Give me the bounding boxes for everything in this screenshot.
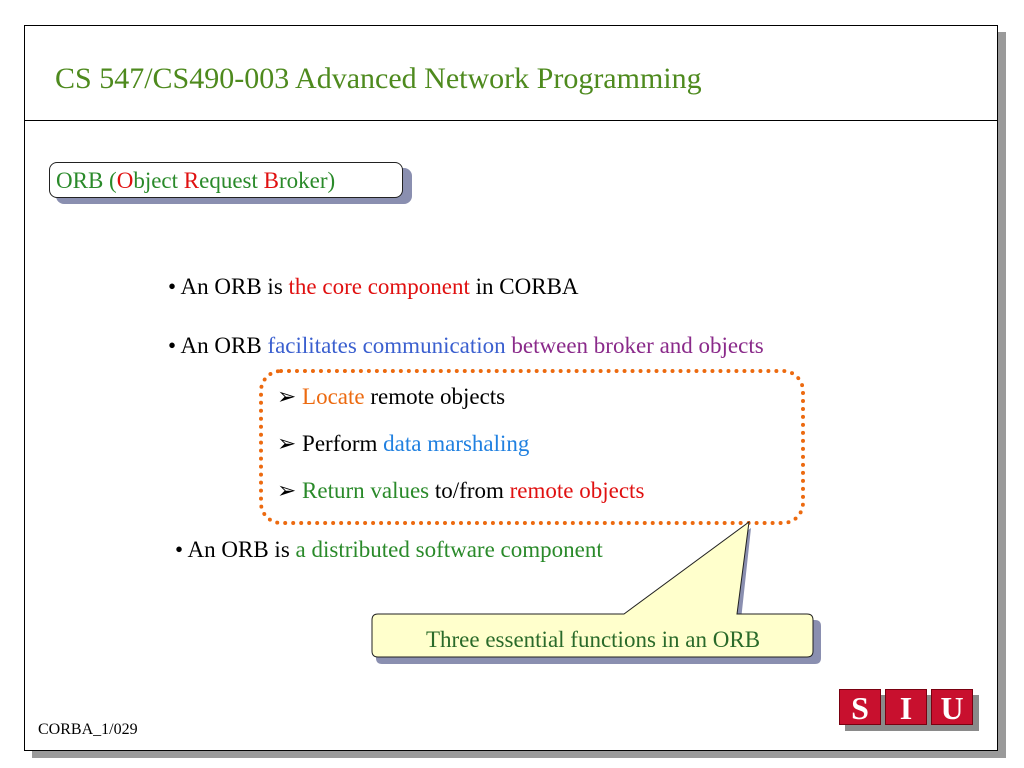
- section-label-initial: B: [263, 168, 279, 193]
- arrow-bullet-icon: ➢: [277, 431, 297, 456]
- functions-highlight-box: [259, 369, 805, 525]
- section-label-part: equest: [199, 168, 264, 193]
- section-label-part: bject: [133, 168, 184, 193]
- callout-text: Three essential functions in an ORB: [425, 627, 761, 652]
- section-label: ORB (Object Request Broker): [49, 162, 403, 198]
- bullet-text: • An ORB is: [168, 274, 289, 299]
- bullet-text: • An ORB is: [175, 537, 296, 562]
- subitem-text: remote objects: [364, 384, 506, 409]
- bullet-highlight: a distributed software component: [295, 537, 603, 562]
- bullet-facilitates: • An ORB facilitates communication betwe…: [168, 333, 764, 359]
- bullet-highlight: between broker and objects: [505, 333, 764, 358]
- slide-id: CORBA_1/029: [38, 721, 138, 738]
- logo-letter-u: U: [931, 689, 973, 726]
- bullet-text: • An ORB: [168, 333, 268, 358]
- section-label-part: ORB (: [56, 168, 117, 193]
- logo-letter-i: I: [885, 689, 927, 726]
- subitem-highlight: remote objects: [509, 478, 645, 503]
- subitem-return-values: ➢ Return values to/from remote objects: [277, 478, 644, 504]
- subitem-highlight: data marshaling: [383, 431, 530, 456]
- bullet-highlight: the core component: [288, 274, 470, 299]
- title-divider: [25, 120, 997, 121]
- arrow-bullet-icon: ➢: [277, 384, 297, 409]
- bullet-highlight: facilitates communication: [267, 333, 506, 358]
- subitem-text: to/from: [429, 478, 510, 503]
- bullet-distributed: • An ORB is a distributed software compo…: [175, 537, 603, 563]
- slide-title: CS 547/CS490-003 Advanced Network Progra…: [55, 62, 702, 95]
- arrow-bullet-icon: ➢: [277, 478, 297, 503]
- subitem-highlight: Return values: [302, 478, 430, 503]
- subitem-text: Perform: [302, 431, 384, 456]
- siu-logo: S I U: [839, 689, 979, 731]
- subitem-locate: ➢ Locate remote objects: [277, 384, 505, 410]
- slide: CS 547/CS490-003 Advanced Network Progra…: [24, 25, 998, 751]
- subitem-marshaling: ➢ Perform data marshaling: [277, 431, 529, 457]
- subitem-highlight: Locate: [302, 384, 365, 409]
- bullet-text: in CORBA: [469, 274, 579, 299]
- section-label-initial: O: [116, 168, 134, 193]
- logo-letter-s: S: [839, 689, 881, 726]
- section-label-part: roker): [278, 168, 336, 193]
- callout-shape: [371, 520, 821, 664]
- section-label-initial: R: [183, 168, 200, 193]
- bullet-core-component: • An ORB is the core component in CORBA: [168, 274, 579, 300]
